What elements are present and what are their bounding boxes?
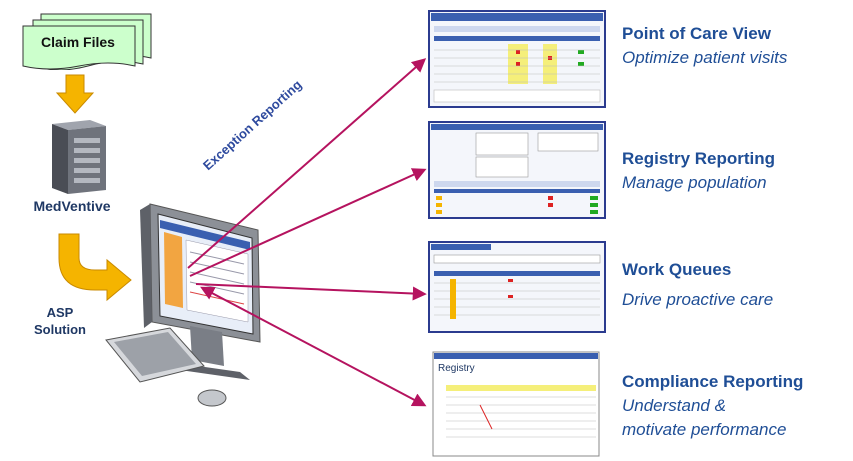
claim-files-label: Claim Files: [41, 34, 115, 50]
asp-solution-label: ASP Solution: [20, 304, 100, 338]
output-title: Work Queues: [622, 260, 732, 279]
output-title: Compliance Reporting: [622, 372, 804, 391]
claim-files-stack: [22, 13, 152, 70]
output-subtitle-line1: Understand &: [622, 396, 726, 415]
output-compliance: Compliance Reporting Understand & motiva…: [622, 370, 803, 442]
output-subtitle: Manage population: [622, 173, 767, 192]
arrow-to-work-queues: [195, 283, 427, 301]
solution-label: Solution: [34, 322, 86, 337]
output-work-queues: Work Queues Drive proactive care: [622, 260, 773, 310]
registry-screenshot: [428, 121, 606, 219]
svg-text:Registry: Registry: [438, 363, 475, 374]
compliance-screenshot: Registry: [432, 351, 600, 457]
output-registry: Registry Reporting Manage population: [622, 149, 775, 193]
asp-label: ASP: [46, 305, 74, 320]
work-queues-screenshot: [428, 241, 606, 333]
output-subtitle: Drive proactive care: [622, 290, 774, 309]
output-title: Point of Care View: [622, 24, 771, 43]
output-title: Registry Reporting: [622, 149, 776, 168]
point-of-care-screenshot: [428, 10, 606, 108]
arrow-to-registry: [189, 168, 427, 277]
down-arrow-icon: [55, 74, 95, 114]
curved-arrow-icon: [58, 233, 132, 302]
arrow-to-compliance: [200, 286, 427, 407]
output-point-of-care: Point of Care View Optimize patient visi…: [622, 24, 787, 68]
output-subtitle-line2: motivate performance: [622, 420, 787, 439]
output-subtitle: Optimize patient visits: [622, 48, 788, 67]
server-icon: [52, 120, 106, 194]
medventive-label: MedVentive: [33, 198, 111, 214]
arrow-to-point-of-care: [187, 58, 427, 269]
